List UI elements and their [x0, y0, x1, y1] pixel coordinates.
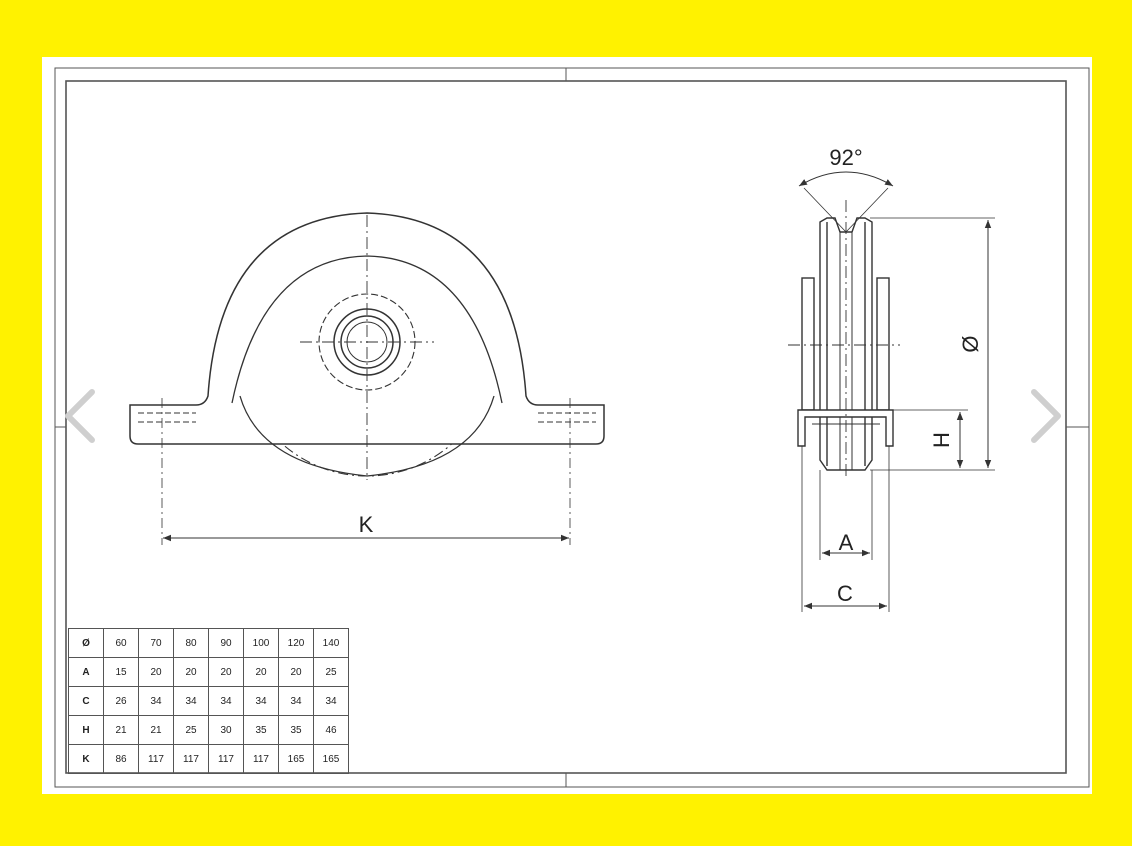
table-cell: 86: [103, 744, 139, 774]
chevron-left-icon: [65, 389, 95, 443]
table-cell: 26: [103, 686, 139, 716]
dimension-h: H: [929, 412, 964, 468]
table-cell: 117: [173, 744, 209, 774]
table-cell: 100: [243, 628, 279, 658]
row-label: H: [68, 715, 104, 745]
table-row: H 21 21 25 30 35 35 46: [68, 715, 349, 745]
table-cell: 117: [138, 744, 174, 774]
table-cell: 120: [278, 628, 314, 658]
table-cell: 35: [278, 715, 314, 745]
row-label: K: [68, 744, 104, 774]
table-row: A 15 20 20 20 20 20 25: [68, 657, 349, 687]
table-cell: 20: [173, 657, 209, 687]
table-cell: 34: [313, 686, 349, 716]
table-cell: 34: [278, 686, 314, 716]
next-image-button[interactable]: [1026, 388, 1066, 444]
table-cell: 46: [313, 715, 349, 745]
table-row: Ø 60 70 80 90 100 120 140: [68, 628, 349, 658]
table-cell: 15: [103, 657, 139, 687]
table-cell: 25: [313, 657, 349, 687]
table-cell: 35: [243, 715, 279, 745]
dimension-k: K: [163, 512, 569, 542]
table-cell: 80: [173, 628, 209, 658]
table-cell: 34: [208, 686, 244, 716]
table-cell: 140: [313, 628, 349, 658]
table-cell: 21: [138, 715, 174, 745]
label-k: K: [359, 512, 374, 537]
row-label: Ø: [68, 628, 104, 658]
table-cell: 34: [243, 686, 279, 716]
side-view: [788, 187, 995, 612]
table-cell: 34: [173, 686, 209, 716]
previous-image-button[interactable]: [60, 388, 100, 444]
table-cell: 34: [138, 686, 174, 716]
sheet-border: [54, 67, 1090, 788]
table-cell: 25: [173, 715, 209, 745]
label-h: H: [929, 432, 954, 448]
table-cell: 20: [278, 657, 314, 687]
label-diameter: Ø: [958, 335, 983, 352]
table-cell: 20: [138, 657, 174, 687]
label-c: C: [837, 581, 853, 606]
front-view: [129, 212, 605, 545]
table-cell: 165: [313, 744, 349, 774]
table-cell: 20: [243, 657, 279, 687]
table-cell: 117: [243, 744, 279, 774]
label-angle: 92°: [829, 145, 862, 170]
row-label: A: [68, 657, 104, 687]
spec-table: Ø 60 70 80 90 100 120 140 A 15 20 20 20 …: [68, 628, 349, 774]
chevron-right-icon: [1031, 389, 1061, 443]
table-cell: 165: [278, 744, 314, 774]
table-cell: 20: [208, 657, 244, 687]
table-cell: 90: [208, 628, 244, 658]
dimension-a: A: [822, 530, 870, 557]
table-cell: 70: [138, 628, 174, 658]
dimension-angle: 92°: [798, 145, 894, 187]
row-label: C: [68, 686, 104, 716]
table-cell: 117: [208, 744, 244, 774]
table-cell: 21: [103, 715, 139, 745]
dimension-c: C: [804, 581, 887, 610]
label-a: A: [839, 530, 854, 555]
table-cell: 60: [103, 628, 139, 658]
table-cell: 30: [208, 715, 244, 745]
table-row: C 26 34 34 34 34 34 34: [68, 686, 349, 716]
dimension-diameter: Ø: [958, 220, 992, 468]
table-row: K 86 117 117 117 117 165 165: [68, 744, 349, 774]
